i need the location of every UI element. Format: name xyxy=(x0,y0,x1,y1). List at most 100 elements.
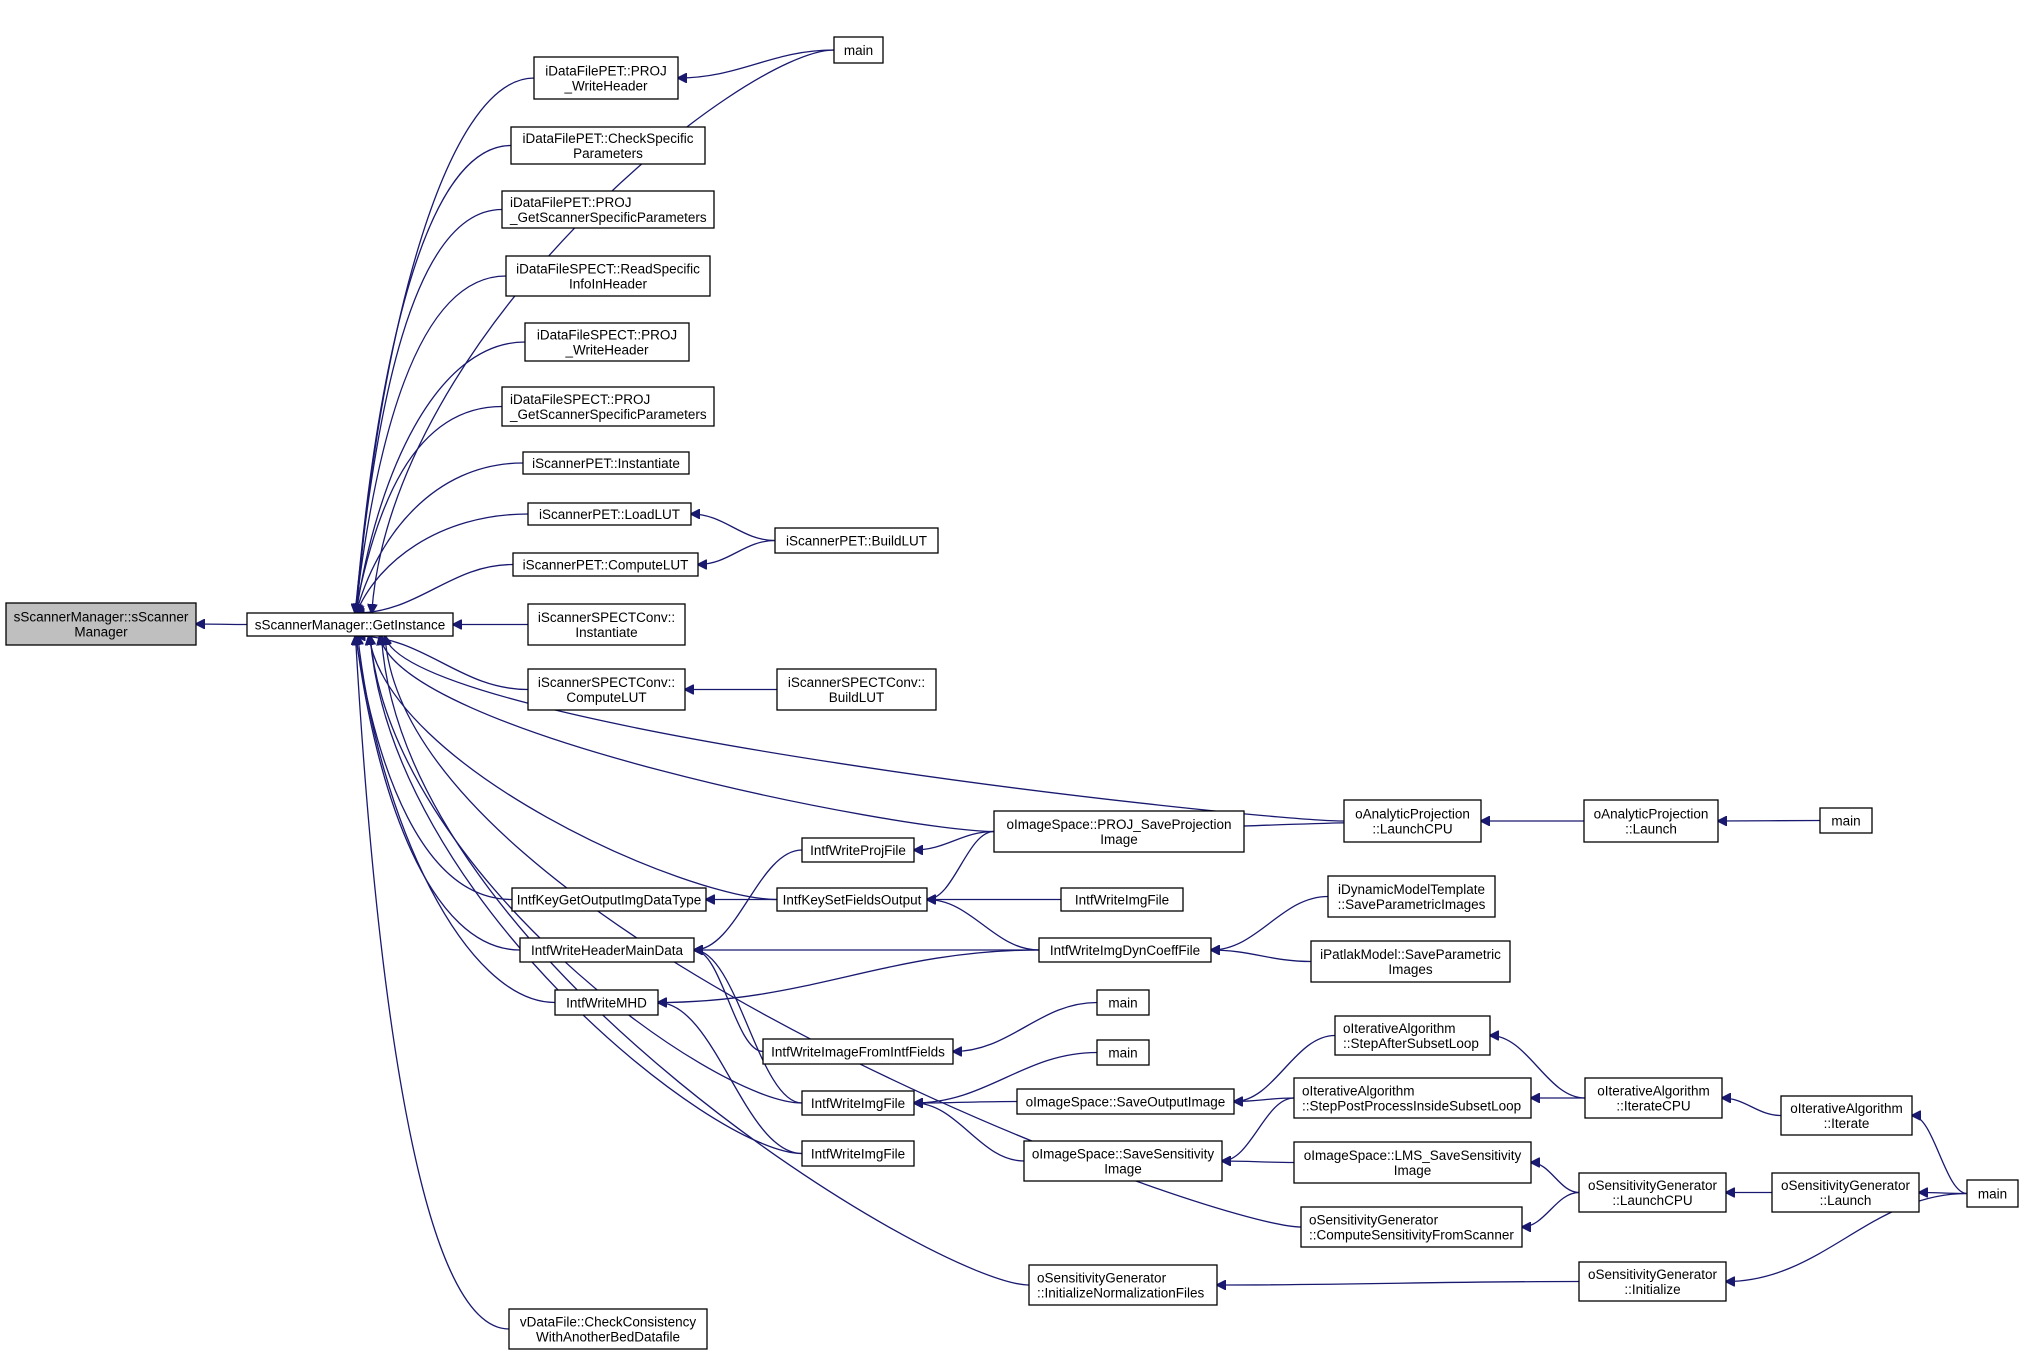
node-label: BuildLUT xyxy=(829,690,885,705)
graph-node-getinstance[interactable]: sScannerManager::GetInstance xyxy=(246,612,454,637)
graph-node-main5[interactable]: main xyxy=(1966,1179,2019,1208)
graph-node-scannerpet-instantiate[interactable]: iScannerPET::Instantiate xyxy=(522,451,690,475)
graph-node-sensgen-initialize[interactable]: oSensitivityGenerator::Initialize xyxy=(1578,1261,1727,1302)
graph-node-scannerpet-computelut[interactable]: iScannerPET::ComputeLUT xyxy=(512,552,699,577)
node-box xyxy=(1060,887,1184,912)
node-label: _GetScannerSpecificParameters xyxy=(509,407,707,422)
edge-iter-steppost-to-savesensitivity xyxy=(1222,1097,1295,1161)
edge-pet-writeheader-to-getinstance xyxy=(357,77,535,613)
node-label: _WriteHeader xyxy=(564,343,649,358)
graph-node-sensgen-initnorm[interactable]: oSensitivityGenerator::InitializeNormali… xyxy=(1028,1264,1218,1306)
graph-node-pet-writeheader[interactable]: iDataFilePET::PROJ_WriteHeader xyxy=(533,56,679,100)
node-box xyxy=(1584,1077,1723,1119)
node-box xyxy=(510,126,706,165)
node-label: _GetScannerSpecificParameters xyxy=(509,210,707,225)
node-box xyxy=(533,56,679,100)
graph-node-intfwriteimgfile-c[interactable]: IntfWriteImgFile xyxy=(801,1140,915,1167)
node-box xyxy=(1578,1261,1727,1302)
graph-node-sensgen-computefromscanner[interactable]: oSensitivityGenerator::ComputeSensitivit… xyxy=(1300,1206,1523,1248)
node-box xyxy=(801,1090,915,1116)
node-label: IntfWriteImageFromIntfFields xyxy=(771,1045,945,1060)
graph-node-scannerpet-loadlut[interactable]: iScannerPET::LoadLUT xyxy=(527,502,692,526)
graph-node-analytic-launch[interactable]: oAnalyticProjection::Launch xyxy=(1583,799,1719,843)
graph-node-spectconv-buildlut[interactable]: iScannerSPECTConv::BuildLUT xyxy=(776,668,937,711)
graph-node-spect-writeheader[interactable]: iDataFileSPECT::PROJ_WriteHeader xyxy=(524,322,690,362)
graph-node-vdatafile-checkconsistency[interactable]: vDataFile::CheckConsistencyWithAnotherBe… xyxy=(508,1308,708,1350)
node-label: Images xyxy=(1388,962,1433,977)
node-label: iPatlakModel::SaveParametric xyxy=(1320,947,1501,962)
node-box xyxy=(1293,1077,1532,1119)
node-label: oSensitivityGenerator xyxy=(1781,1178,1911,1193)
graph-node-iter-iterate[interactable]: oIterativeAlgorithm::Iterate xyxy=(1780,1095,1913,1136)
graph-node-dynmodel-saveparam[interactable]: iDynamicModelTemplate::SaveParametricIma… xyxy=(1327,875,1496,918)
graph-node-spect-getscannerspecific[interactable]: iDataFileSPECT::PROJ_GetScannerSpecificP… xyxy=(501,386,715,427)
edge-main4-to-intfwriteimgfile-b xyxy=(914,1051,1098,1104)
graph-node-intfkeygetoutput[interactable]: IntfKeyGetOutputImgDataType xyxy=(511,887,707,912)
edge-scannerpet-loadlut-to-getinstance xyxy=(356,513,529,613)
node-label: ::StepPostProcessInsideSubsetLoop xyxy=(1302,1099,1521,1114)
graph-node-iter-steppost[interactable]: oIterativeAlgorithm::StepPostProcessInsi… xyxy=(1293,1077,1532,1119)
node-label: oAnalyticProjection xyxy=(1355,807,1470,822)
node-label: oImageSpace::PROJ_SaveProjection xyxy=(1006,817,1231,832)
graph-node-saveoutputimage[interactable]: oImageSpace::SaveOutputImage xyxy=(1016,1088,1235,1115)
node-label: ::IterateCPU xyxy=(1616,1099,1690,1114)
graph-node-intfwriteprojfile[interactable]: IntfWriteProjFile xyxy=(801,837,915,863)
node-label: sScannerManager::sScanner xyxy=(14,610,189,625)
node-box xyxy=(1343,799,1482,843)
graph-node-intfwriteheadermain[interactable]: IntfWriteHeaderMainData xyxy=(519,937,695,963)
node-label: main xyxy=(1978,1187,2007,1202)
node-label: oSensitivityGenerator xyxy=(1588,1267,1718,1282)
node-label: IntfWriteProjFile xyxy=(810,843,906,858)
graph-node-spectconv-computelut[interactable]: iScannerSPECTConv::ComputeLUT xyxy=(527,668,686,711)
graph-node-intfwriteimgfile-a[interactable]: IntfWriteImgFile xyxy=(1060,887,1184,912)
graph-node-spectconv-instantiate[interactable]: iScannerSPECTConv::Instantiate xyxy=(527,603,686,646)
node-label: ::LaunchCPU xyxy=(1372,822,1452,837)
graph-node-sensgen-launchcpu[interactable]: oSensitivityGenerator::LaunchCPU xyxy=(1578,1172,1727,1213)
node-label: Manager xyxy=(74,625,128,640)
node-label: ::Launch xyxy=(1820,1193,1872,1208)
edge-main5-to-sensgen-initialize xyxy=(1726,1192,1968,1282)
graph-node-iter-iteratecpu[interactable]: oIterativeAlgorithm::IterateCPU xyxy=(1584,1077,1723,1119)
graph-node-intfwritemhd[interactable]: IntfWriteMHD xyxy=(554,989,659,1016)
node-label: oIterativeAlgorithm xyxy=(1597,1084,1710,1099)
node-label: iDataFileSPECT::ReadSpecific xyxy=(516,262,700,277)
graph-node-main2[interactable]: main xyxy=(1819,807,1873,834)
graph-node-main4[interactable]: main xyxy=(1096,1039,1150,1066)
node-label: main xyxy=(844,43,873,58)
graph-node-sensgen-launch[interactable]: oSensitivityGenerator::Launch xyxy=(1771,1172,1920,1213)
graph-node-intfkeysetfields[interactable]: IntfKeySetFieldsOutput xyxy=(776,887,928,912)
node-box xyxy=(522,451,690,475)
node-label: oIterativeAlgorithm xyxy=(1302,1084,1415,1099)
node-label: oIterativeAlgorithm xyxy=(1790,1101,1903,1116)
node-label: oAnalyticProjection xyxy=(1594,807,1709,822)
graph-node-main3[interactable]: main xyxy=(1096,989,1150,1016)
graph-node-scannerpet-buildlut[interactable]: iScannerPET::BuildLUT xyxy=(774,527,939,554)
node-label: IntfWriteImgFile xyxy=(811,1147,905,1162)
graph-node-root[interactable]: sScannerManager::sScannerManager xyxy=(5,602,197,646)
node-box xyxy=(246,612,454,637)
edge-spect-readspecific-to-getinstance xyxy=(355,275,507,613)
graph-node-main1[interactable]: main xyxy=(833,36,884,64)
edge-main2-to-analytic-launch xyxy=(1718,821,1821,822)
node-label: Image xyxy=(1394,1163,1432,1178)
node-box xyxy=(527,603,686,646)
graph-node-intfwriteimagefromfields[interactable]: IntfWriteImageFromIntfFields xyxy=(762,1038,954,1065)
node-box xyxy=(1966,1179,2019,1208)
graph-node-patlak-saveparam[interactable]: iPatlakModel::SaveParametricImages xyxy=(1310,940,1511,983)
graph-node-pet-getscannerspecific[interactable]: iDataFilePET::PROJ_GetScannerSpecificPar… xyxy=(501,190,715,229)
node-label: ::Initialize xyxy=(1624,1282,1680,1297)
node-box xyxy=(993,810,1245,853)
edge-intfwriteimgfile-c-to-intfwritemhd xyxy=(658,1003,803,1155)
graph-node-iter-stepafter[interactable]: oIterativeAlgorithm::StepAfterSubsetLoop xyxy=(1334,1015,1491,1056)
node-label: oSensitivityGenerator xyxy=(1309,1213,1439,1228)
graph-node-intfwriteimgdyncoeff[interactable]: IntfWriteImgDynCoeffFile xyxy=(1038,937,1212,963)
graph-node-analytic-launchcpu[interactable]: oAnalyticProjection::LaunchCPU xyxy=(1343,799,1482,843)
graph-node-intfwriteimgfile-b[interactable]: IntfWriteImgFile xyxy=(801,1090,915,1116)
edge-getinstance-to-root xyxy=(196,624,248,625)
node-box xyxy=(519,937,695,963)
